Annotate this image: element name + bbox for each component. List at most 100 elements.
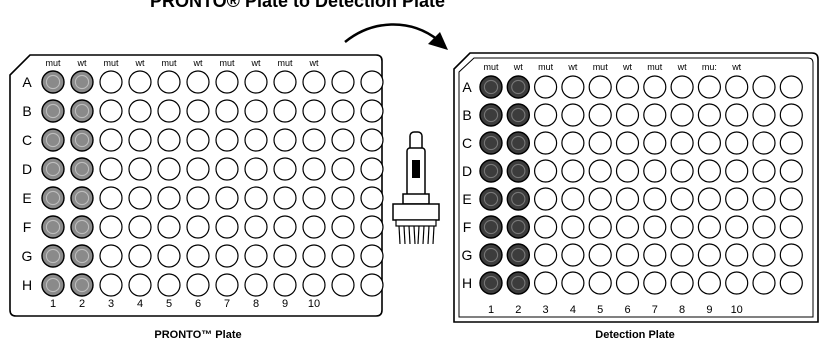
pronto-plate-well <box>332 245 354 267</box>
detection-plate-well <box>535 188 557 210</box>
detection-plate-well <box>589 188 611 210</box>
detection-plate-column-number: 7 <box>652 304 658 316</box>
pronto-plate-row-label: G <box>22 248 33 264</box>
detection-plate-well <box>644 104 666 126</box>
pronto-plate-caption: PRONTO™ Plate <box>154 329 241 341</box>
pronto-plate-well <box>100 187 122 209</box>
pronto-plate-well <box>332 187 354 209</box>
detection-plate-well <box>617 244 639 266</box>
pronto-plate-well <box>274 245 296 267</box>
pronto-plate-well <box>187 274 209 296</box>
pronto-plate-well <box>245 158 267 180</box>
pronto-plate-well <box>216 100 238 122</box>
pronto-plate-well <box>100 245 122 267</box>
pronto-plate-well <box>71 245 93 267</box>
pronto-plate-well <box>100 100 122 122</box>
pronto-plate-well <box>216 187 238 209</box>
pronto-plate-well <box>274 129 296 151</box>
pronto-plate-well <box>332 216 354 238</box>
detection-plate-row-label: C <box>462 135 472 151</box>
detection-plate-well <box>698 160 720 182</box>
detection-plate-well <box>480 132 502 154</box>
pronto-plate-well <box>245 216 267 238</box>
detection-plate-well <box>480 272 502 294</box>
pronto-plate-well <box>274 216 296 238</box>
detection-plate-well <box>780 132 802 154</box>
pronto-plate-well <box>274 158 296 180</box>
pronto-plate-well <box>187 245 209 267</box>
detection-plate-well <box>617 160 639 182</box>
detection-plate-well <box>698 216 720 238</box>
pronto-plate-well <box>274 274 296 296</box>
detection-plate-well <box>671 272 693 294</box>
pronto-plate-column-header: mut <box>103 58 119 68</box>
detection-plate-column-number: 2 <box>515 304 521 316</box>
pronto-plate-column-header: wt <box>309 58 319 68</box>
detection-plate-well <box>780 272 802 294</box>
detection-plate-well <box>698 132 720 154</box>
pronto-plate-well <box>187 216 209 238</box>
pronto-plate-well <box>129 158 151 180</box>
pronto-plate-column-number: 4 <box>137 298 143 310</box>
detection-plate-well <box>589 104 611 126</box>
pronto-plate-well <box>158 158 180 180</box>
pronto-plate-well <box>303 71 325 93</box>
detection-plate-well <box>753 160 775 182</box>
pronto-plate-well <box>71 129 93 151</box>
pronto-plate-well <box>216 245 238 267</box>
detection-plate-well <box>780 76 802 98</box>
detection-plate-row-label: D <box>462 163 472 179</box>
detection-plate-well <box>507 244 529 266</box>
pronto-plate-well <box>129 274 151 296</box>
pronto-plate-column-header: wt <box>193 58 203 68</box>
pronto-plate-well <box>158 216 180 238</box>
pronto-plate-well <box>42 100 64 122</box>
pronto-plate-well <box>158 245 180 267</box>
detection-plate-well <box>507 104 529 126</box>
pronto-plate-well <box>187 129 209 151</box>
pronto-plate-well <box>216 71 238 93</box>
detection-plate-well <box>671 104 693 126</box>
pronto-plate-well <box>361 274 383 296</box>
pronto-plate-well <box>187 158 209 180</box>
detection-plate-well <box>644 216 666 238</box>
pronto-plate-well <box>129 245 151 267</box>
detection-plate-well <box>589 216 611 238</box>
pronto-plate-column-number: 8 <box>253 298 259 310</box>
pronto-plate-column-header: mut <box>161 58 177 68</box>
pronto-plate-well <box>361 129 383 151</box>
detection-plate-well <box>507 76 529 98</box>
detection-plate-row-label: E <box>462 191 471 207</box>
pronto-plate-well <box>42 158 64 180</box>
pronto-plate-column-number: 5 <box>166 298 172 310</box>
pronto-plate-column-number: 7 <box>224 298 230 310</box>
detection-plate-well <box>562 160 584 182</box>
pronto-plate: mutwtmutwtmutwtmutwtmutwtABCDEFGH1234567… <box>10 55 383 316</box>
detection-plate-well <box>644 244 666 266</box>
detection-plate-well <box>726 272 748 294</box>
pronto-plate-well <box>245 274 267 296</box>
pronto-plate-well <box>332 158 354 180</box>
detection-plate-well <box>671 76 693 98</box>
detection-plate-well <box>617 272 639 294</box>
pronto-plate-well <box>158 187 180 209</box>
detection-plate-well <box>562 104 584 126</box>
pronto-plate-well <box>100 158 122 180</box>
pronto-plate-well <box>42 187 64 209</box>
detection-plate-column-number: 9 <box>706 304 712 316</box>
detection-plate-well <box>698 272 720 294</box>
pronto-plate-well <box>361 216 383 238</box>
pronto-plate-row-label: A <box>22 74 32 90</box>
detection-plate-well <box>507 272 529 294</box>
detection-plate-well <box>535 160 557 182</box>
detection-plate-well <box>753 244 775 266</box>
detection-plate-well <box>753 188 775 210</box>
pronto-plate-column-number: 6 <box>195 298 201 310</box>
detection-plate-well <box>726 244 748 266</box>
detection-plate-caption: Detection Plate <box>595 329 674 341</box>
detection-plate-well <box>562 188 584 210</box>
curved-arrow-icon <box>345 24 448 50</box>
pronto-plate-well <box>303 274 325 296</box>
pronto-plate-well <box>42 274 64 296</box>
